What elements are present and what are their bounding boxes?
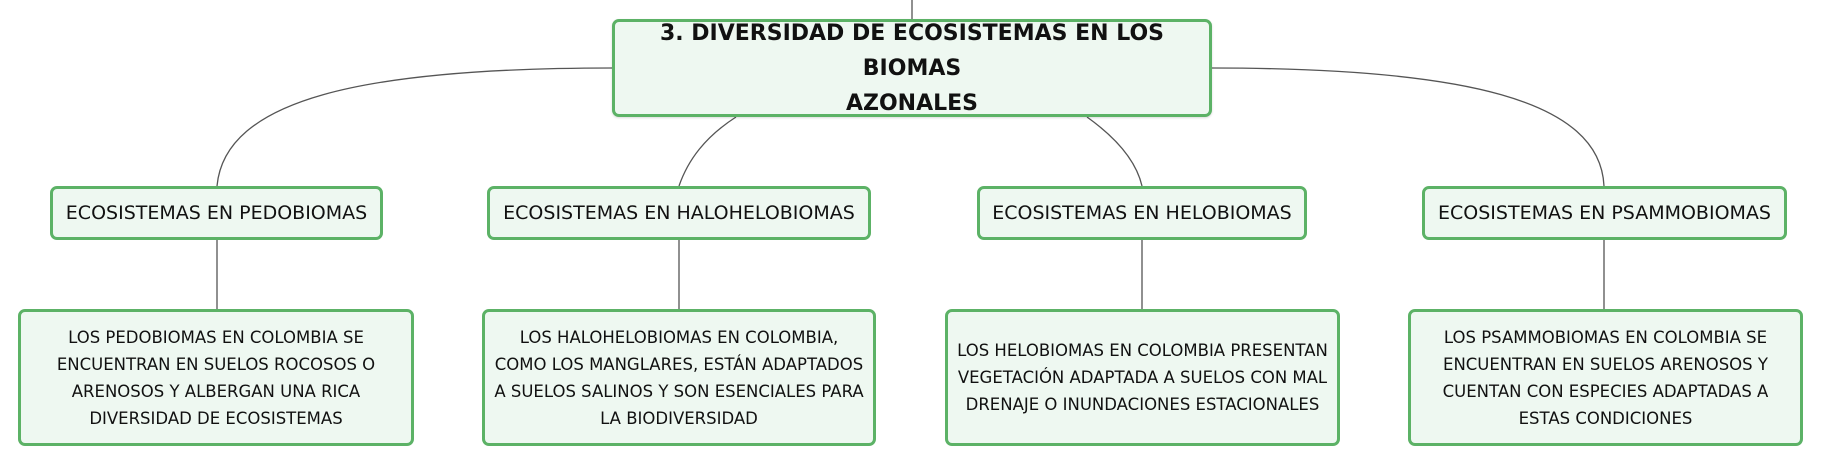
root-topic-line-2: AZONALES	[845, 90, 978, 116]
subtopic-text: LOS PSAMMOBIOMAS EN COLOMBIA SE ENCUENTR…	[1443, 324, 1769, 432]
connector-root-helobiomas	[1086, 116, 1143, 187]
subtopic-line: LOS HELOBIOMAS EN COLOMBIA PRESENTAN	[957, 341, 1328, 360]
subtopic-line: LOS HALOHELOBIOMAS EN COLOMBIA,	[519, 327, 839, 347]
root-topic-text: 3. DIVERSIDAD DE ECOSISTEMAS EN LOS BIOM…	[631, 16, 1193, 121]
subtopic-pedobiomas-description[interactable]: LOS PEDOBIOMAS EN COLOMBIA SE ENCUENTRAN…	[18, 309, 414, 446]
subtopic-line: DRENAJE O INUNDACIONES ESTACIONALES	[965, 395, 1320, 414]
subtopic-line: ENCUENTRAN EN SUELOS ARENOSOS Y	[1443, 354, 1768, 374]
subtopic-line: COMO LOS MANGLARES, ESTÁN ADAPTADOS	[494, 354, 864, 374]
subtopic-line: VEGETACIÓN ADAPTADA A SUELOS CON MAL	[957, 368, 1328, 387]
connector-root-halohelobiomas	[678, 116, 737, 187]
subtopic-text: LOS HALOHELOBIOMAS EN COLOMBIA, COMO LOS…	[494, 324, 863, 432]
topic-label: ECOSISTEMAS EN HALOHELOBIOMAS	[503, 202, 855, 224]
subtopic-line: CUENTAN CON ESPECIES ADAPTADAS A	[1442, 381, 1769, 401]
connector-root-psammobiomas	[1211, 67, 1605, 187]
subtopic-line: A SUELOS SALINOS Y SON ESENCIALES PARA	[494, 381, 864, 401]
subtopic-line: DIVERSIDAD DE ECOSISTEMAS	[89, 408, 343, 428]
topic-label: ECOSISTEMAS EN PEDOBIOMAS	[65, 202, 368, 224]
subtopic-psammobiomas-description[interactable]: LOS PSAMMOBIOMAS EN COLOMBIA SE ENCUENTR…	[1408, 309, 1803, 446]
topic-label: ECOSISTEMAS EN HELOBIOMAS	[992, 202, 1292, 224]
subtopic-helobiomas-description[interactable]: LOS HELOBIOMAS EN COLOMBIA PRESENTAN VEG…	[945, 309, 1340, 446]
topic-label: ECOSISTEMAS EN PSAMMOBIOMAS	[1438, 202, 1771, 224]
topic-halohelobiomas[interactable]: ECOSISTEMAS EN HALOHELOBIOMAS	[487, 186, 871, 240]
root-topic[interactable]: 3. DIVERSIDAD DE ECOSISTEMAS EN LOS BIOM…	[612, 19, 1212, 117]
subtopic-line: LOS PEDOBIOMAS EN COLOMBIA SE	[68, 327, 364, 347]
subtopic-line: ESTAS CONDICIONES	[1518, 408, 1693, 428]
topic-pedobiomas[interactable]: ECOSISTEMAS EN PEDOBIOMAS	[50, 186, 383, 240]
subtopic-line: LA BIODIVERSIDAD	[600, 408, 758, 428]
subtopic-text: LOS PEDOBIOMAS EN COLOMBIA SE ENCUENTRAN…	[57, 324, 375, 432]
topic-helobiomas[interactable]: ECOSISTEMAS EN HELOBIOMAS	[977, 186, 1307, 240]
subtopic-text: LOS HELOBIOMAS EN COLOMBIA PRESENTAN VEG…	[957, 337, 1328, 418]
subtopic-halohelobiomas-description[interactable]: LOS HALOHELOBIOMAS EN COLOMBIA, COMO LOS…	[482, 309, 876, 446]
connector-root-pedobiomas	[216, 67, 613, 187]
subtopic-line: ENCUENTRAN EN SUELOS ROCOSOS O	[56, 354, 376, 374]
subtopic-line: ARENOSOS Y ALBERGAN UNA RICA	[71, 381, 361, 401]
topic-psammobiomas[interactable]: ECOSISTEMAS EN PSAMMOBIOMAS	[1422, 186, 1787, 240]
subtopic-line: LOS PSAMMOBIOMAS EN COLOMBIA SE	[1443, 327, 1768, 347]
root-topic-line-1: 3. DIVERSIDAD DE ECOSISTEMAS EN LOS BIOM…	[659, 20, 1165, 81]
